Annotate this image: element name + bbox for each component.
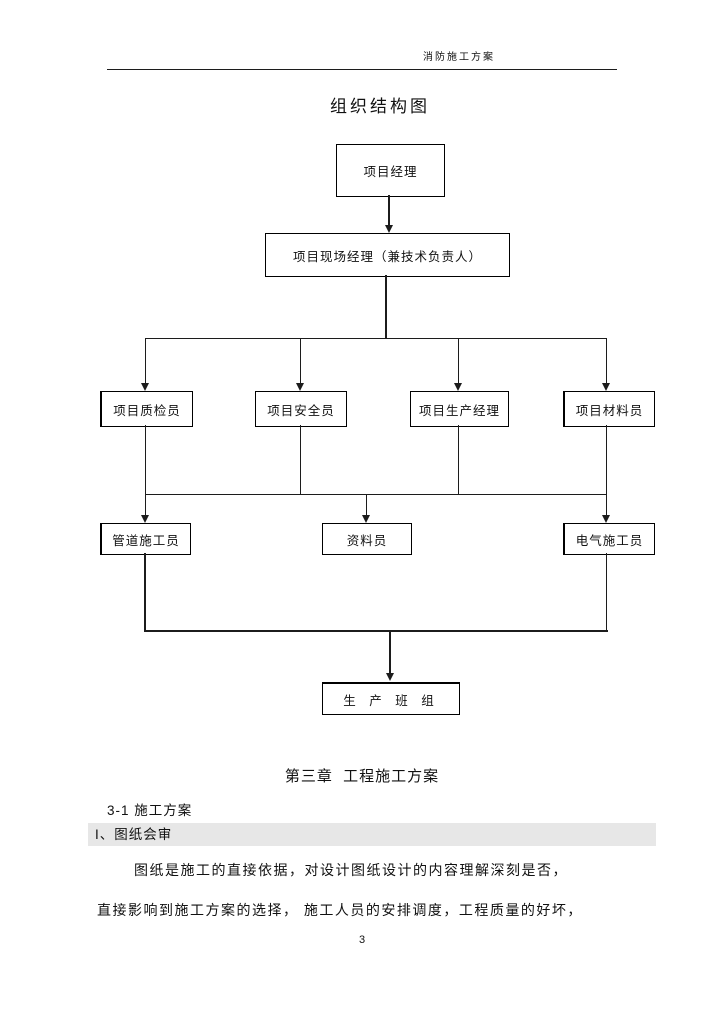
connector-line — [300, 425, 301, 494]
connector-line — [366, 494, 367, 516]
org-node-material-officer: 项目材料员 — [563, 391, 655, 427]
connector-line — [606, 553, 607, 630]
connector-line — [145, 494, 607, 495]
arrowhead-icon — [454, 383, 462, 391]
arrowhead-icon — [141, 383, 149, 391]
org-node-production-manager: 项目生产经理 — [410, 391, 509, 427]
org-node-documenter: 资料员 — [322, 523, 412, 555]
chapter-title: 第三章 工程施工方案 — [284, 768, 440, 785]
connector-line — [458, 338, 459, 384]
connector-line — [145, 338, 607, 339]
connector-line — [458, 425, 459, 494]
paragraph-line: 图纸是施工的直接依据，对设计图纸设计的内容理解深刻是否， — [134, 862, 568, 878]
org-node-project-manager: 项目经理 — [336, 144, 445, 197]
arrowhead-icon — [362, 515, 370, 523]
org-node-production-team: 生 产 班 组 — [322, 682, 460, 715]
connector-line — [606, 425, 607, 516]
connector-line — [144, 630, 608, 632]
subsection-title: I、图纸会审 — [95, 827, 173, 842]
header-rule — [107, 69, 617, 70]
section-title: 3-1 施工方案 — [107, 803, 193, 818]
arrowhead-icon — [602, 515, 610, 523]
org-node-quality-inspector: 项目质检员 — [100, 391, 193, 427]
arrowhead-icon — [385, 225, 393, 233]
connector-line — [389, 630, 391, 674]
arrowhead-icon — [141, 515, 149, 523]
org-node-electrical-worker: 电气施工员 — [563, 523, 655, 555]
connector-line — [145, 425, 146, 516]
arrowhead-icon — [602, 383, 610, 391]
connector-line — [144, 553, 146, 630]
subsection-heading-bar: I、图纸会审 — [88, 823, 656, 846]
page-number: 3 — [358, 934, 366, 946]
page-header-title: 消防施工方案 — [423, 52, 495, 63]
connector-line — [385, 275, 387, 338]
arrowhead-icon — [296, 383, 304, 391]
connector-line — [300, 338, 301, 384]
connector-line — [606, 338, 607, 384]
org-node-safety-officer: 项目安全员 — [255, 391, 347, 427]
diagram-title: 组织结构图 — [330, 97, 430, 116]
arrowhead-icon — [386, 673, 394, 681]
paragraph-line: 直接影响到施工方案的选择， 施工人员的安排调度，工程质量的好坏， — [97, 902, 583, 918]
org-node-pipeline-worker: 管道施工员 — [100, 523, 191, 555]
connector-line — [388, 195, 390, 226]
connector-line — [145, 338, 146, 384]
org-node-site-manager: 项目现场经理（兼技术负责人） — [265, 233, 510, 277]
